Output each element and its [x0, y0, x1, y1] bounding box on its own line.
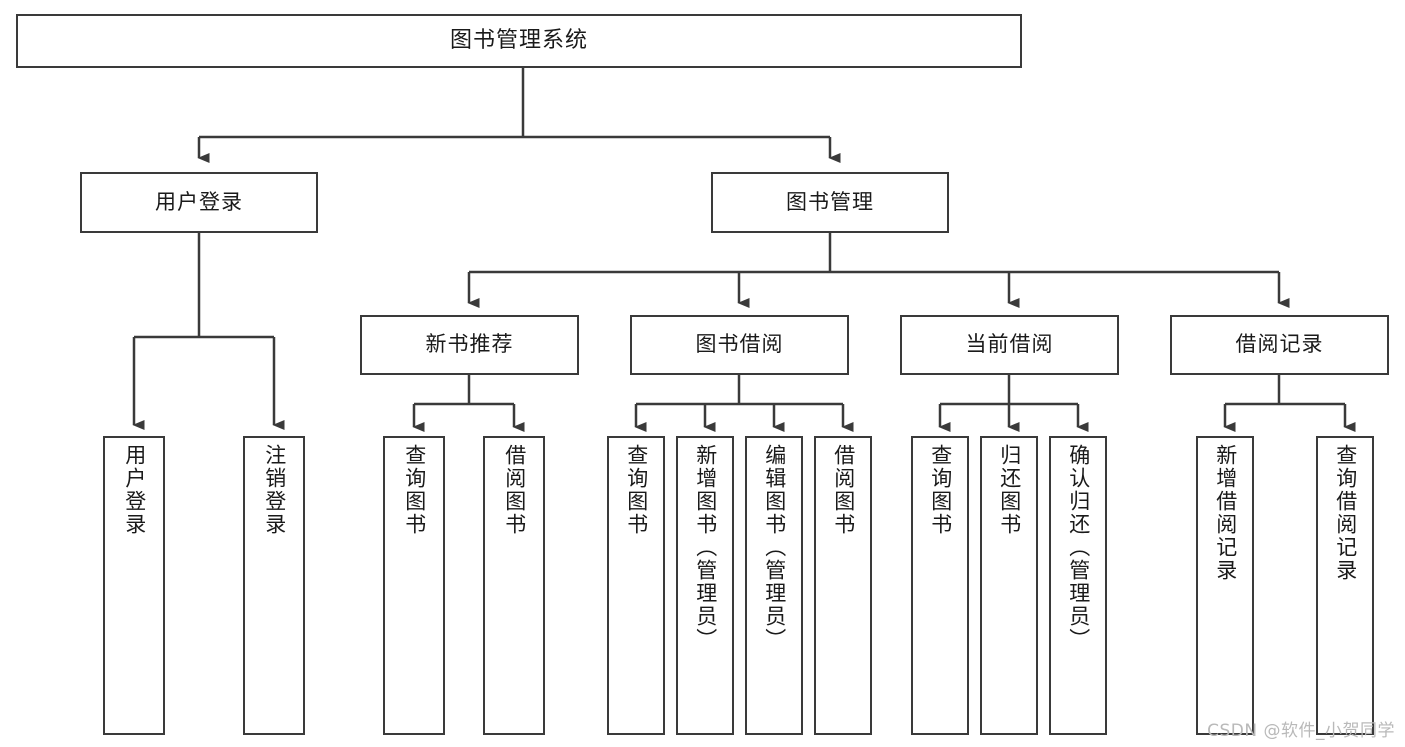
leaf-current-borrow-return[interactable]: 归还图书	[980, 436, 1038, 735]
leaf-user-login-signin[interactable]: 用户登录	[103, 436, 165, 735]
node-borrow-record[interactable]: 借阅记录	[1170, 315, 1389, 375]
leaf-book-borrow-query[interactable]: 查询图书	[607, 436, 665, 735]
leaf-borrow-record-query[interactable]: 查询借阅记录	[1316, 436, 1374, 735]
leaf-label: 查询图书	[402, 444, 427, 536]
node-root[interactable]: 图书管理系统	[16, 14, 1022, 68]
node-new-book-recommend[interactable]: 新书推荐	[360, 315, 579, 375]
leaf-label: 借阅图书	[831, 444, 856, 536]
node-root-label: 图书管理系统	[449, 27, 588, 53]
node-new-book-recommend-label: 新书推荐	[425, 332, 514, 357]
leaf-label: 新增借阅记录	[1213, 444, 1238, 582]
leaf-book-borrow-edit[interactable]: 编辑图书（管理员）	[745, 436, 803, 735]
watermark: CSDN @软件_小贺同学	[1207, 721, 1395, 741]
leaf-label: 借阅图书	[502, 444, 527, 536]
node-user-login-label: 用户登录	[155, 189, 243, 214]
leaf-label: 新增图书（管理员）	[693, 444, 718, 651]
leaf-current-borrow-query[interactable]: 查询图书	[911, 436, 969, 735]
leaf-label: 归还图书	[997, 444, 1022, 536]
leaf-user-login-signout[interactable]: 注销登录	[243, 436, 305, 735]
node-current-borrow[interactable]: 当前借阅	[900, 315, 1119, 375]
node-book-management[interactable]: 图书管理	[711, 172, 949, 233]
node-user-login[interactable]: 用户登录	[80, 172, 318, 233]
leaf-new-book-borrow[interactable]: 借阅图书	[483, 436, 545, 735]
node-borrow-record-label: 借阅记录	[1235, 332, 1324, 357]
leaf-new-book-query[interactable]: 查询图书	[383, 436, 445, 735]
leaf-label: 查询借阅记录	[1333, 444, 1358, 582]
node-current-borrow-label: 当前借阅	[965, 332, 1054, 357]
leaf-label: 用户登录	[122, 444, 147, 536]
node-book-borrow[interactable]: 图书借阅	[630, 315, 849, 375]
leaf-current-borrow-confirm[interactable]: 确认归还（管理员）	[1049, 436, 1107, 735]
leaf-borrow-record-add[interactable]: 新增借阅记录	[1196, 436, 1254, 735]
leaf-label: 注销登录	[262, 444, 287, 536]
leaf-label: 确认归还（管理员）	[1066, 444, 1091, 651]
leaf-book-borrow-lend[interactable]: 借阅图书	[814, 436, 872, 735]
leaf-label: 编辑图书（管理员）	[762, 444, 787, 651]
node-book-management-label: 图书管理	[786, 189, 874, 214]
node-book-borrow-label: 图书借阅	[695, 332, 784, 357]
leaf-label: 查询图书	[624, 444, 649, 536]
leaf-label: 查询图书	[928, 444, 953, 536]
leaf-book-borrow-add[interactable]: 新增图书（管理员）	[676, 436, 734, 735]
